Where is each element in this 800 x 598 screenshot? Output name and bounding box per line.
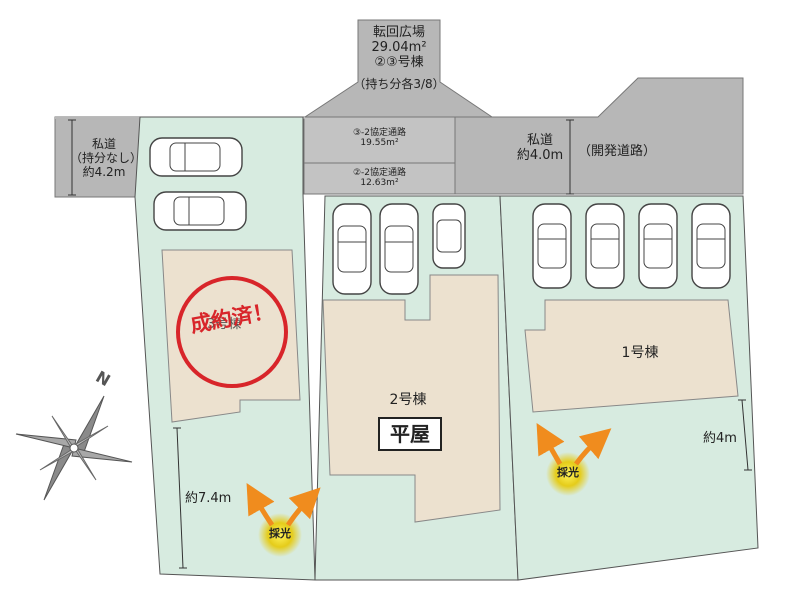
agreement-path-2-area: 12.63m² xyxy=(360,178,399,189)
road-left xyxy=(54,116,141,198)
agreement-path-3-label: ③-2協定通路 19.55m² xyxy=(306,128,453,149)
road-right xyxy=(454,77,744,195)
car-lot1-1 xyxy=(532,203,572,289)
agreement-path-2 xyxy=(303,162,456,195)
single-story-badge: 平屋 xyxy=(378,417,442,451)
car-lot3-2 xyxy=(153,191,247,231)
house-1 xyxy=(524,299,739,413)
agreement-path-3-area: 19.55m² xyxy=(360,138,399,149)
turnaround-title: 転回広場 xyxy=(372,25,425,40)
left-road-name: 私道 xyxy=(91,137,116,151)
right-road-name: 私道 xyxy=(526,133,553,148)
sold-stamp-ring xyxy=(176,276,288,388)
agreement-path-3-name: ③-2協定通路 xyxy=(352,128,407,138)
car-lot3-1 xyxy=(149,137,243,177)
agreement-path-2-label: ②-2協定通路 12.63m² xyxy=(306,168,453,189)
building-1-label: 1号棟 xyxy=(621,345,659,361)
turnaround-label: 転回広場 29.04m² ②③号棟 xyxy=(358,25,440,71)
car-lot1-4 xyxy=(691,203,731,289)
lot1-depth-label: 約4m xyxy=(703,431,737,446)
building-2-label: 2号棟 xyxy=(389,392,427,408)
car-lot1-2 xyxy=(585,203,625,289)
compass-rose-icon xyxy=(15,395,133,501)
car-lot1-3 xyxy=(638,203,678,289)
dim-left-road xyxy=(68,119,76,196)
left-road-label: 私道 （持分なし） 約4.2m xyxy=(70,137,143,179)
right-road-note: （開発道路） xyxy=(578,144,657,159)
sunlight-label-lot3: 採光 xyxy=(269,527,291,540)
agreement-path-2-name: ②-2協定通路 xyxy=(352,168,407,178)
car-lot2-2 xyxy=(379,203,419,295)
dim-right-road xyxy=(566,119,574,195)
sunlight-marker-lot1 xyxy=(536,422,612,496)
turnaround-share: （持ち分各3/8） xyxy=(353,77,445,91)
dim-lot1-depth xyxy=(738,399,752,471)
building-3-label: 3号棟 xyxy=(207,317,242,332)
turnaround-area: 29.04m² xyxy=(371,39,427,55)
car-lot2-1 xyxy=(332,203,372,295)
right-road-width: 約4.0m xyxy=(516,147,564,163)
agreement-path-3 xyxy=(303,116,456,164)
left-road-width: 約4.2m xyxy=(82,164,126,179)
sunlight-label-lot1: 採光 xyxy=(557,466,579,479)
turnaround-units: ②③号棟 xyxy=(374,54,424,70)
sunlight-marker-lot3 xyxy=(246,482,321,557)
car-lot2-3 xyxy=(432,203,466,269)
lot3-depth-label: 約7.4m xyxy=(185,491,232,506)
right-road-label: 私道 約4.0m xyxy=(510,133,570,164)
dim-lot3-depth xyxy=(173,427,187,569)
left-road-share: （持分なし） xyxy=(70,150,143,165)
house-2 xyxy=(322,274,501,523)
